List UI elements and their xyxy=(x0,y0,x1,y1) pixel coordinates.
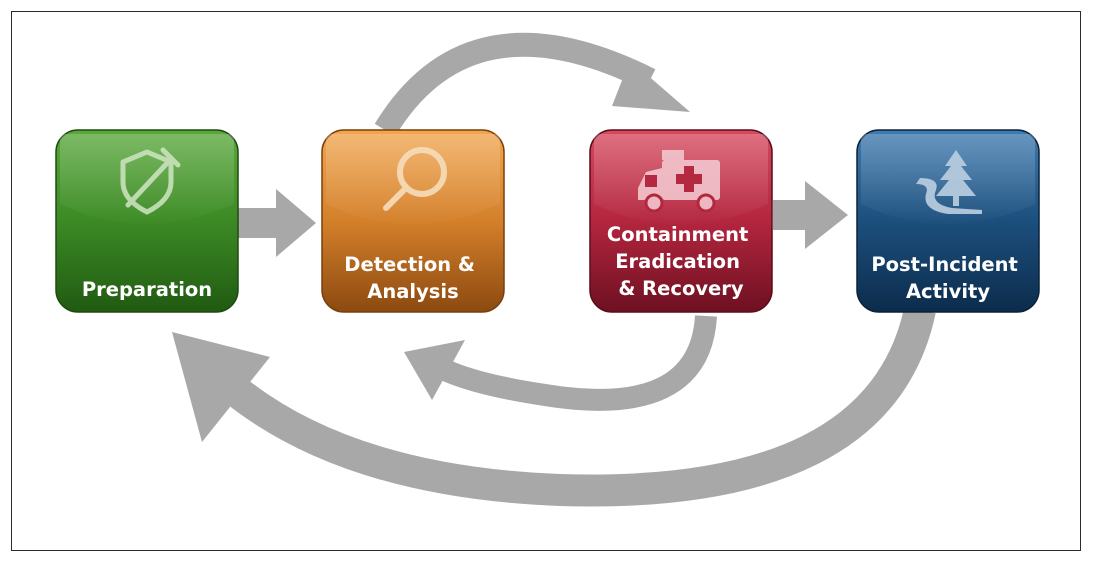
stage-label-line: Activity xyxy=(906,280,990,303)
stage-label-line: Containment xyxy=(607,223,748,246)
stage-tile-preparation: Preparation xyxy=(55,129,239,313)
magnifier-icon xyxy=(383,147,447,211)
arrow-detection-to-containment xyxy=(374,32,690,137)
river-tree-icon xyxy=(916,150,982,214)
stage-label-line: Post-Incident xyxy=(871,253,1017,276)
stage-label-detection: Detection & Analysis xyxy=(344,253,481,303)
ambulance-icon xyxy=(638,150,720,213)
stage-tile-detection: Detection & Analysis xyxy=(321,129,505,313)
stage-tile-post-incident: Post-Incident Activity xyxy=(856,129,1040,313)
arrow-containment-to-detection xyxy=(404,315,717,411)
shield-dropper-icon xyxy=(120,147,181,215)
stage-label-containment: Containment Eradication & Recovery xyxy=(607,223,755,300)
stage-label-line: & Recovery xyxy=(618,277,744,300)
stage-label-line: Detection & xyxy=(344,253,475,276)
arrow-containment-to-postincident xyxy=(773,181,848,249)
stage-label-line: Eradication xyxy=(615,250,740,273)
stage-label-preparation: Preparation xyxy=(82,278,212,301)
stage-label-line: Analysis xyxy=(367,280,458,303)
stage-label-post-incident: Post-Incident Activity xyxy=(871,253,1024,303)
stage-tile-containment: Containment Eradication & Recovery xyxy=(589,129,773,313)
stage-label-line: Preparation xyxy=(82,278,212,301)
arrow-postincident-to-preparation xyxy=(172,306,936,507)
arrow-preparation-to-detection xyxy=(238,189,316,257)
